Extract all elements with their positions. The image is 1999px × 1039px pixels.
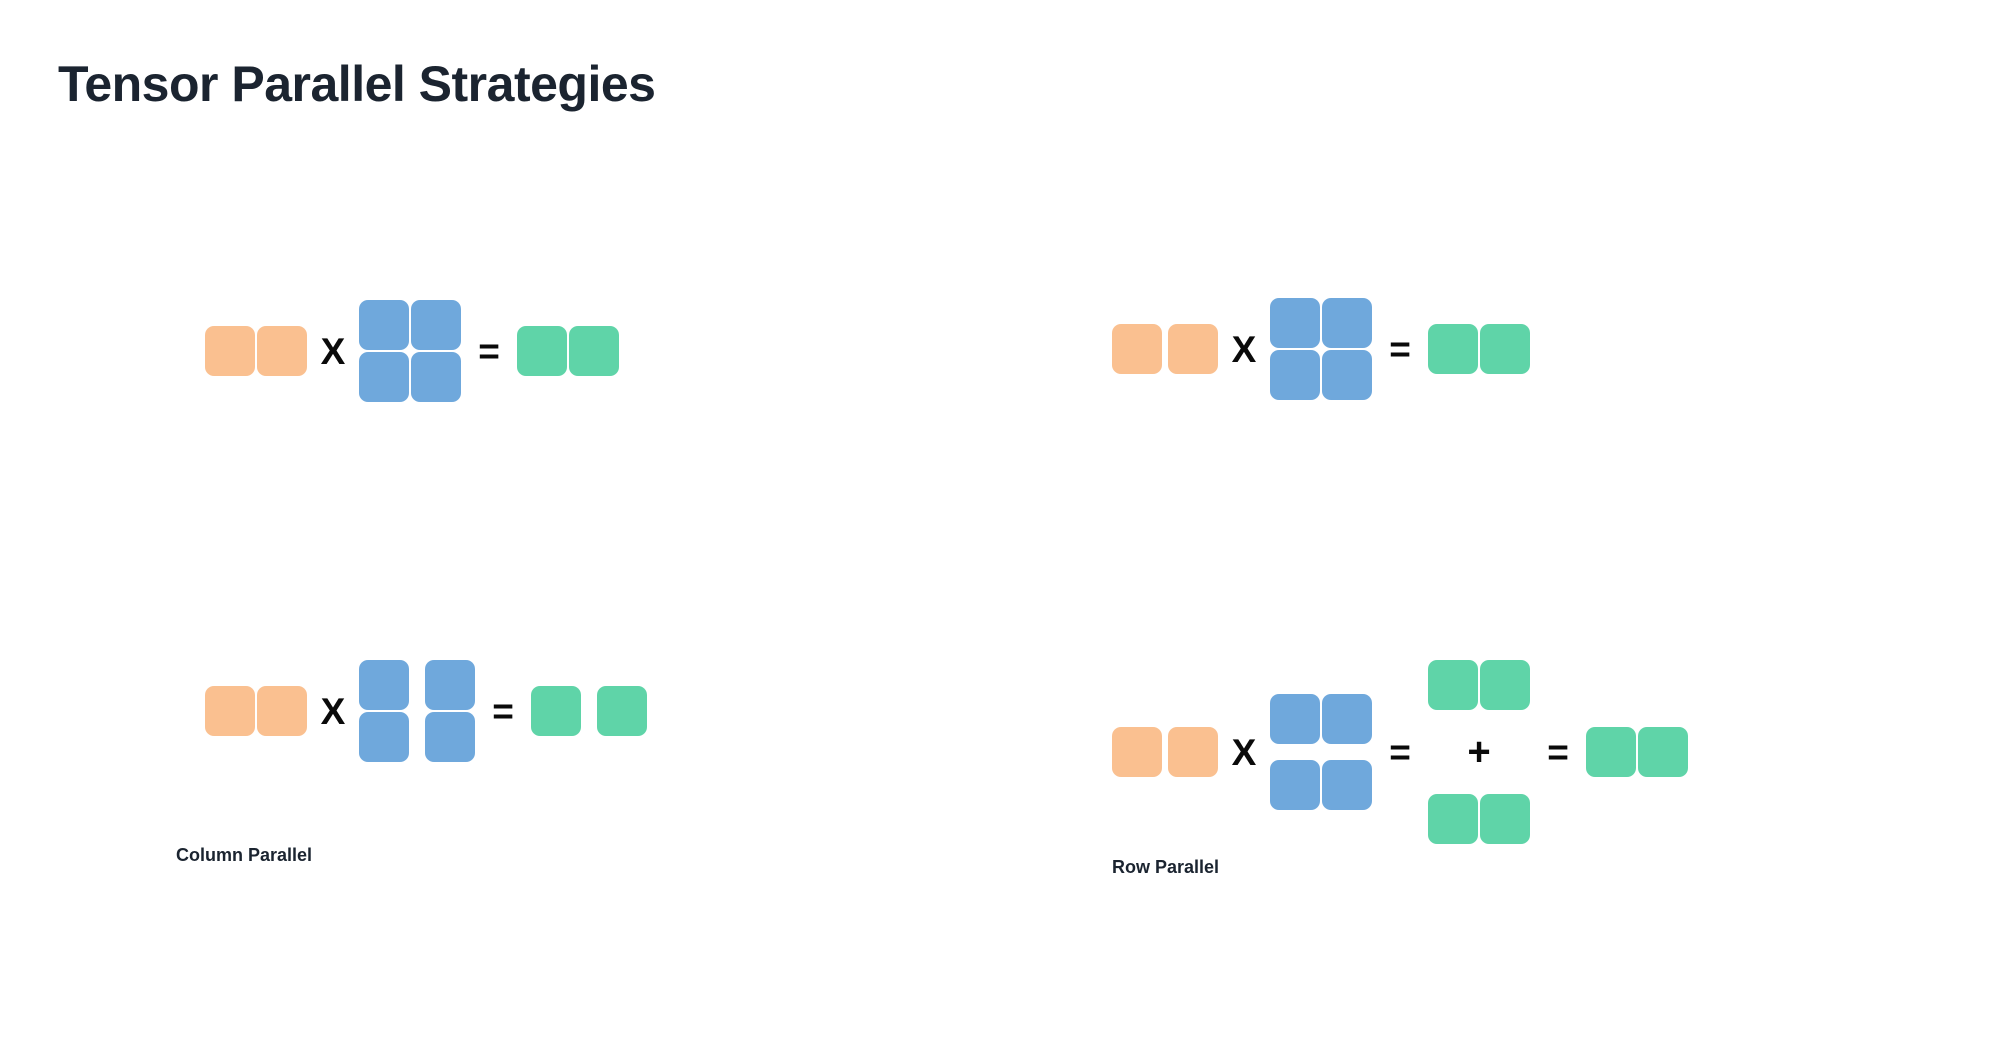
partial-sum-group-green: + — [1428, 660, 1530, 844]
operator-equals: = — [1389, 328, 1411, 370]
matrix-cell-orange — [257, 326, 307, 376]
matrix-cell-orange — [205, 326, 255, 376]
matrix-row-shard — [1270, 760, 1372, 810]
matrix-cell-green — [1586, 727, 1636, 777]
matrix-cell-green — [1480, 324, 1530, 374]
matrix-weight-blue-2x2-row-split — [1270, 694, 1372, 810]
matrix-cell-green — [1638, 727, 1688, 777]
matrix-cell-green — [597, 686, 647, 736]
section-label-column-parallel: Column Parallel — [176, 845, 313, 865]
operator-equals: = — [492, 690, 514, 732]
matrix-column — [359, 300, 409, 402]
matrix-cell-blue — [411, 352, 461, 402]
matrix-cell-blue — [1270, 760, 1320, 810]
matrix-cell-blue — [425, 660, 475, 710]
page-title: Tensor Parallel Strategies — [58, 56, 656, 112]
matrix-cell-green — [1480, 660, 1530, 710]
equation-column-parallel-split: X = — [205, 660, 647, 762]
matrix-weight-blue-2x2 — [359, 300, 461, 402]
matrix-output-green-1x2-column-split — [531, 686, 647, 736]
operator-multiply: X — [320, 330, 346, 372]
matrix-cell-blue — [1270, 298, 1320, 348]
matrix-cell-green — [1428, 324, 1478, 374]
matrix-column-shard — [359, 660, 409, 762]
matrix-cell-orange — [1168, 324, 1218, 374]
matrix-weight-blue-2x2-column-split — [359, 660, 475, 762]
matrix-input-orange-1x2 — [1112, 324, 1218, 374]
operator-equals: = — [1389, 731, 1411, 773]
matrix-cell-blue — [1322, 760, 1372, 810]
matrix-output-green-1x2-final — [1586, 727, 1688, 777]
matrix-cell-blue — [1322, 694, 1372, 744]
matrix-cell-blue — [1322, 298, 1372, 348]
equation-column-parallel-unsplit: X = — [205, 300, 619, 402]
matrix-column-shard — [425, 660, 475, 762]
matrix-cell-blue — [359, 660, 409, 710]
matrix-column — [1322, 298, 1372, 400]
matrix-column — [411, 300, 461, 402]
operator-plus: + — [1467, 730, 1491, 774]
matrix-cell-blue — [425, 712, 475, 762]
operator-multiply: X — [320, 690, 346, 732]
matrix-cell-orange — [1112, 727, 1162, 777]
matrix-cell-orange — [257, 686, 307, 736]
matrix-cell-blue — [1270, 350, 1320, 400]
matrix-cell-orange — [1112, 324, 1162, 374]
operator-multiply: X — [1231, 731, 1257, 773]
matrix-cell-blue — [359, 300, 409, 350]
matrix-cell-green — [1428, 660, 1478, 710]
matrix-cell-blue — [1322, 350, 1372, 400]
matrix-partial-output-green-1x2 — [1428, 794, 1530, 844]
matrix-cell-blue — [411, 300, 461, 350]
operator-equals: = — [478, 330, 500, 372]
operator-equals: = — [1547, 731, 1569, 773]
matrix-input-orange-1x2 — [205, 686, 307, 736]
matrix-output-green-1x2 — [1428, 324, 1530, 374]
matrix-cell-blue — [359, 712, 409, 762]
section-label-row-parallel: Row Parallel — [1112, 857, 1220, 877]
matrix-column — [1270, 298, 1320, 400]
matrix-cell-green — [517, 326, 567, 376]
matrix-cell-blue — [1270, 694, 1320, 744]
matrix-partial-output-green-1x2 — [1428, 660, 1530, 710]
matrix-input-orange-1x2 — [1112, 727, 1218, 777]
matrix-cell-green — [1428, 794, 1478, 844]
matrix-row-shard — [1270, 694, 1372, 744]
matrix-cell-orange — [1168, 727, 1218, 777]
matrix-cell-green — [569, 326, 619, 376]
matrix-cell-blue — [359, 352, 409, 402]
equation-row-parallel-unsplit: X = — [1112, 298, 1530, 400]
matrix-cell-green — [531, 686, 581, 736]
equation-row-parallel-split: X = + = — [1112, 660, 1688, 844]
matrix-weight-blue-2x2 — [1270, 298, 1372, 400]
matrix-cell-orange — [205, 686, 255, 736]
matrix-output-green-1x2 — [517, 326, 619, 376]
matrix-cell-green — [1480, 794, 1530, 844]
operator-multiply: X — [1231, 328, 1257, 370]
matrix-input-orange-1x2 — [205, 326, 307, 376]
